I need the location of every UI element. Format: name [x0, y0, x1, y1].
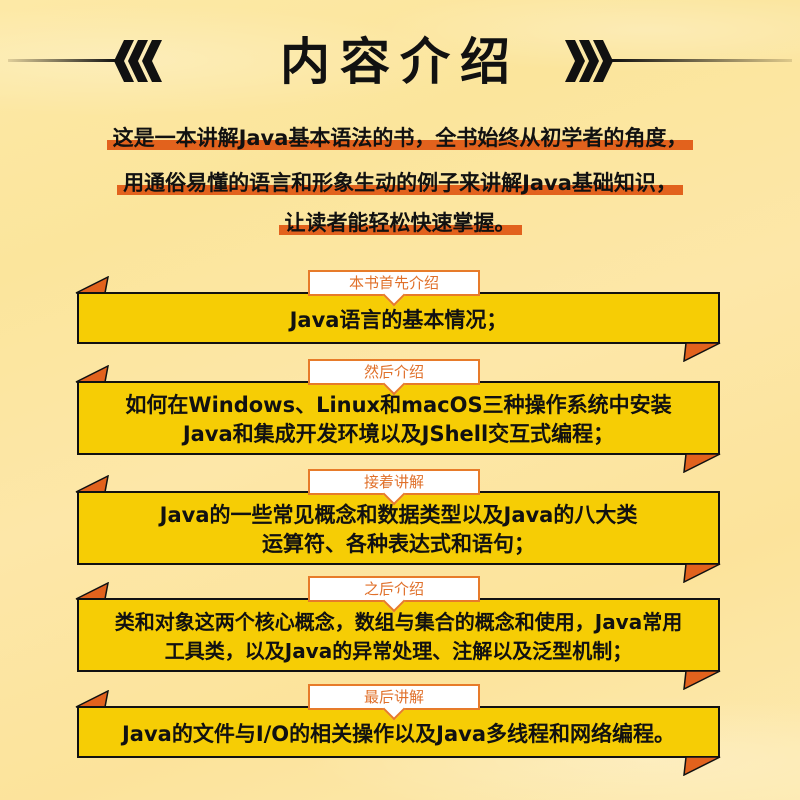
banner-text: Java语言的基本情况； — [289, 307, 508, 332]
ribbon-fold-right-icon — [683, 670, 721, 690]
banner-text: 类和对象这两个核心概念，数组与集合的概念和使用，Java常用工具类，以及Java… — [114, 610, 683, 663]
ribbon-fold-right-icon — [683, 342, 721, 362]
section-tag: 本书首先介绍 — [308, 270, 480, 307]
section-tag: 最后讲解 — [308, 684, 480, 721]
intro-text: 这是一本讲解Java基本语法的书，全书始终从初学者的角度， — [112, 126, 688, 150]
page-title: 内容介绍 — [280, 33, 520, 91]
intro-text: 让读者能轻松快速掌握。 — [284, 211, 516, 235]
header-rule-right — [612, 59, 792, 62]
chevron-right-triple-icon — [565, 40, 613, 82]
banner-band: 类和对象这两个核心概念，数组与集合的概念和使用，Java常用工具类，以及Java… — [77, 598, 720, 672]
section-tag: 之后介绍 — [308, 576, 480, 613]
ribbon-fold-right-icon — [683, 563, 721, 583]
ribbon-fold-right-icon — [683, 756, 721, 776]
banner-text: Java的一些常见概念和数据类型以及Java的八大类运算符、各种表达式和语句； — [159, 503, 638, 556]
section-tag: 接着讲解 — [308, 469, 480, 506]
intro-line-1: 这是一本讲解Java基本语法的书，全书始终从初学者的角度， — [0, 122, 800, 152]
intro-line-3: 让读者能轻松快速掌握。 — [0, 207, 800, 237]
ribbon-fold-right-icon — [683, 453, 721, 473]
header-rule-left — [8, 59, 116, 62]
intro-line-2: 用通俗易懂的语言和形象生动的例子来讲解Java基础知识， — [0, 167, 800, 197]
section-header: 内容介绍 — [0, 0, 800, 120]
banner-text: Java的文件与I/O的相关操作以及Java多线程和网络编程。 — [121, 721, 676, 746]
intro-text: 用通俗易懂的语言和形象生动的例子来讲解Java基础知识， — [123, 171, 677, 195]
section-tag: 然后介绍 — [308, 359, 480, 396]
chevron-left-triple-icon — [114, 40, 162, 82]
banner-band: Java的一些常见概念和数据类型以及Java的八大类运算符、各种表达式和语句； — [77, 491, 720, 565]
